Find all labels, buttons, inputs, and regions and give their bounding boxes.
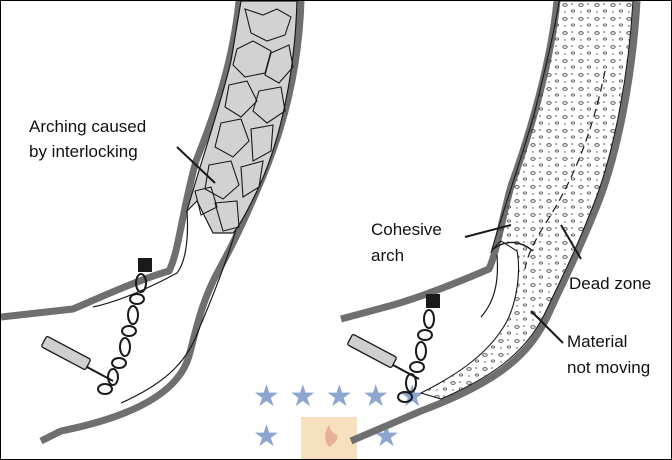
right-hydraulic-cylinder (347, 334, 419, 379)
interlocking-rocks (187, 1, 297, 233)
dead-zone-label: Dead zone (569, 273, 651, 295)
arching-label-line2: by interlocking (29, 141, 138, 163)
cohesive-label-line1: Cohesive (371, 219, 442, 241)
svg-text:★ ★ ★ ★ ★: ★ ★ ★ ★ ★ (253, 379, 426, 414)
arching-label-line1: Arching caused (29, 116, 146, 138)
material-label-line2: not moving (567, 357, 650, 379)
material-label-line1: Material (567, 331, 627, 353)
left-hydraulic-cylinder (41, 336, 113, 381)
cohesive-label-line2: arch (371, 245, 404, 267)
svg-text:★: ★ (253, 419, 280, 454)
